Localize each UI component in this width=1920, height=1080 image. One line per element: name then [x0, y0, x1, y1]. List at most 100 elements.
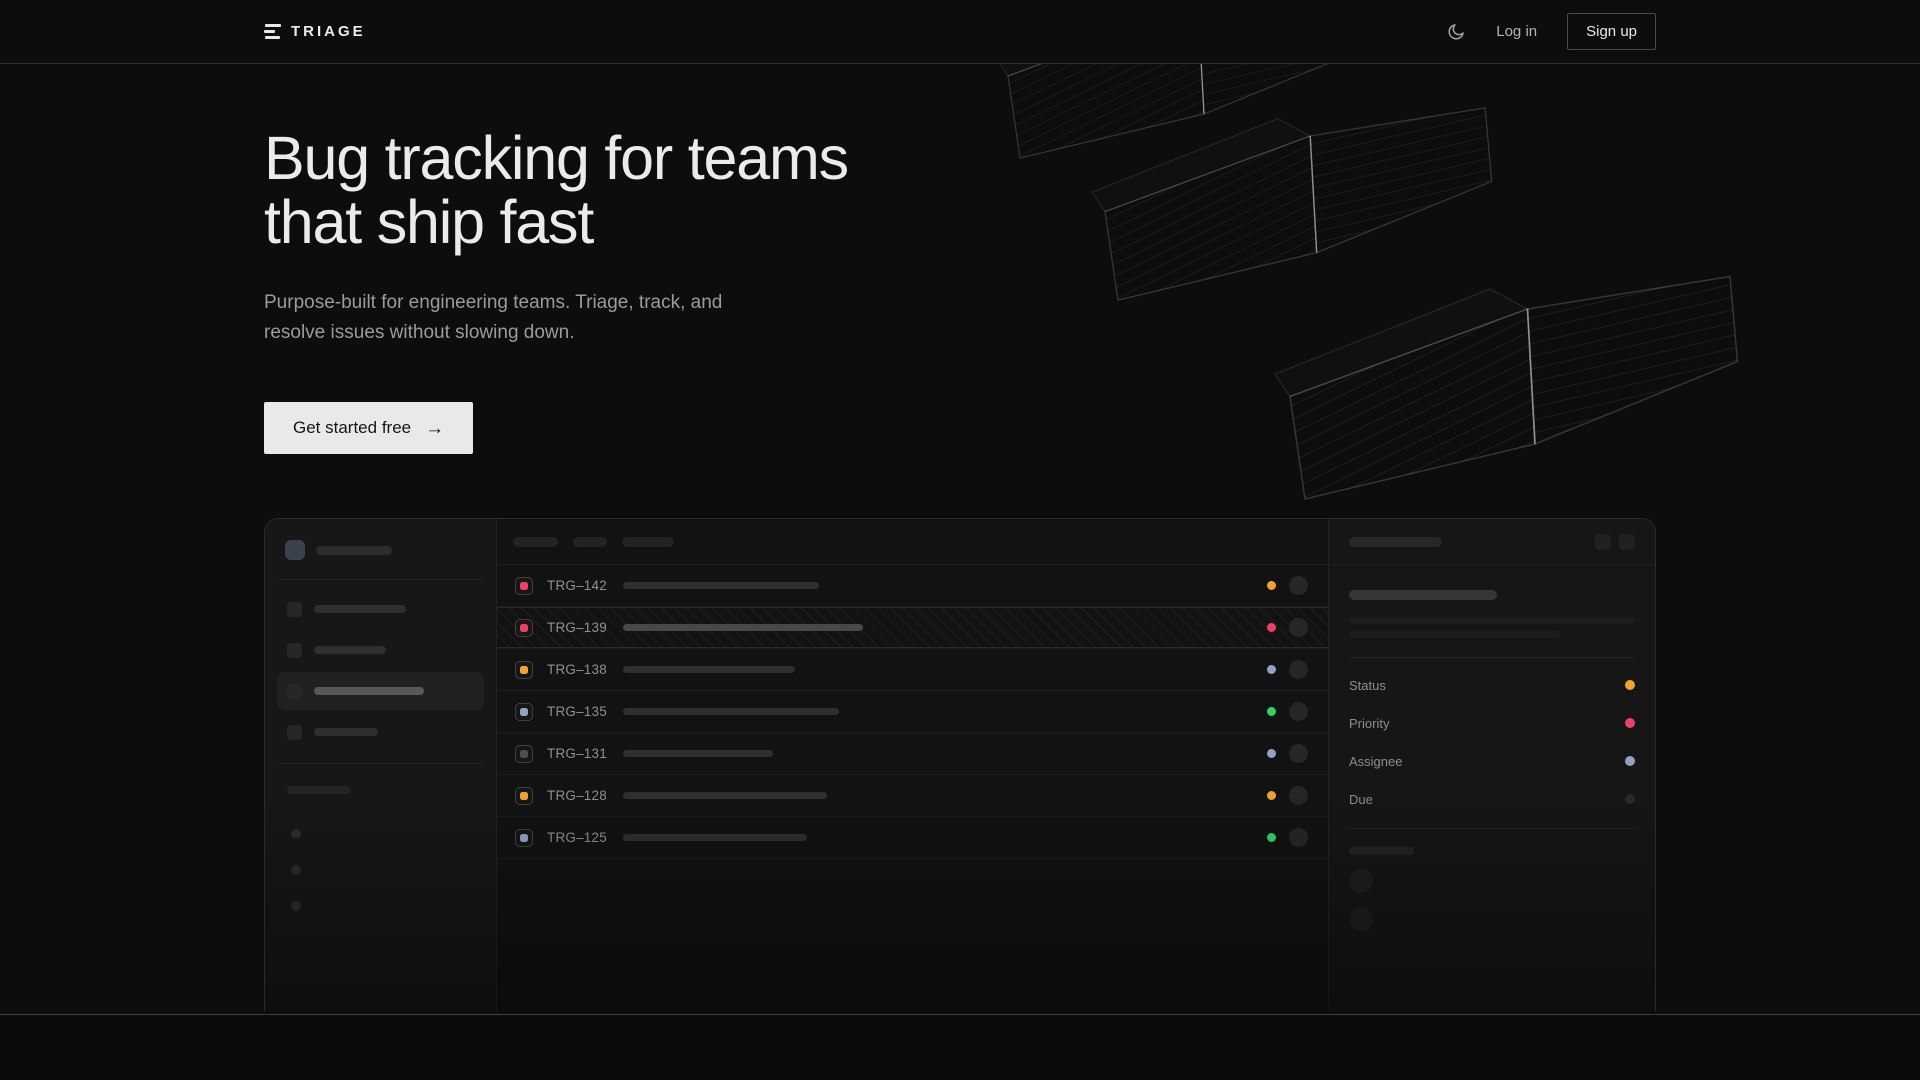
issue-row: TRG–128	[497, 775, 1328, 818]
mock-sidebar	[265, 519, 497, 1012]
login-link[interactable]: Log in	[1496, 23, 1538, 40]
issue-title-skeleton	[623, 834, 807, 842]
mock-activity-label-skeleton	[1349, 847, 1414, 856]
issue-type-icon	[515, 786, 533, 805]
mock-sidebar-dot	[291, 901, 301, 912]
field-value-dot	[1625, 680, 1635, 691]
avatar	[1289, 660, 1308, 680]
issue-id: TRG–142	[547, 578, 607, 594]
issue-title-skeleton	[623, 750, 773, 758]
footer	[0, 1014, 1920, 1080]
hero-title-line2: that ship fast	[264, 188, 594, 257]
issue-type-icon	[515, 744, 533, 763]
issue-row: TRG–135	[497, 691, 1328, 734]
issue-title-skeleton	[623, 708, 839, 716]
mock-filter-pill-skeleton	[622, 536, 674, 547]
field-value-dot	[1625, 718, 1635, 729]
hero-subtitle-line1: Purpose-built for engineering teams. Tri…	[264, 292, 723, 314]
field-label: Assignee	[1349, 753, 1403, 769]
theme-toggle-button[interactable]	[1446, 22, 1466, 42]
field-value-dot	[1625, 756, 1635, 767]
issue-row: TRG–142	[497, 565, 1328, 608]
status-dot	[1267, 707, 1276, 717]
mock-panel-buttons	[1595, 533, 1635, 550]
issue-id: TRG–139	[547, 620, 607, 636]
hero-subtitle-line2: resolve issues without slowing down.	[264, 322, 575, 344]
issue-id: TRG–131	[547, 746, 607, 762]
avatar	[1289, 576, 1308, 596]
issue-title-skeleton	[623, 792, 827, 800]
issue-row: TRG–125	[497, 817, 1328, 860]
mock-filter-pill-skeleton	[513, 536, 558, 547]
brand-logo[interactable]: TRIAGE	[264, 23, 366, 40]
field-value-dot	[1625, 794, 1635, 805]
mock-nav-item-label-skeleton	[314, 687, 424, 696]
hero-title-line1: Bug tracking for teams	[264, 124, 849, 192]
issue-type-icon	[515, 828, 533, 847]
mock-sidebar-nav-item	[277, 590, 484, 628]
field-label: Due	[1349, 791, 1373, 807]
mock-description-skeleton	[1349, 617, 1635, 625]
issue-type-icon	[515, 618, 533, 637]
mock-field-row: Priority	[1349, 704, 1635, 742]
top-nav: TRIAGE Log in Sign up	[0, 0, 1920, 64]
hero-section: Bug tracking for teams that ship fast Pu…	[0, 64, 1920, 1012]
divider	[1349, 828, 1635, 830]
status-dot	[1267, 665, 1276, 675]
mock-panel-button	[1619, 533, 1635, 550]
mock-panel-title-skeleton	[1349, 536, 1442, 547]
mock-nav-item-label-skeleton	[314, 728, 378, 737]
issue-id: TRG–125	[547, 830, 607, 846]
mock-avatar-circle	[1349, 907, 1373, 932]
mock-field-row: Status	[1349, 666, 1635, 704]
mock-workspace-row	[277, 531, 484, 575]
mock-sidebar-nav-item	[277, 713, 484, 751]
mock-panel-header	[1329, 519, 1655, 566]
issue-id: TRG–128	[547, 788, 607, 804]
issue-id: TRG–138	[547, 662, 607, 678]
brand-wordmark: TRIAGE	[291, 23, 366, 40]
mock-nav-item-icon	[287, 724, 302, 740]
issue-id: TRG–135	[547, 704, 607, 720]
mock-nav-item-icon	[287, 642, 302, 658]
mock-issue-title-skeleton	[1349, 590, 1497, 601]
issue-title-skeleton	[623, 666, 795, 674]
hero-title: Bug tracking for teams that ship fast	[264, 126, 1656, 254]
divider	[279, 579, 482, 581]
mock-section-label-skeleton	[287, 786, 351, 795]
mock-avatar-circle	[1349, 869, 1373, 894]
status-dot	[1267, 791, 1276, 801]
field-label: Priority	[1349, 715, 1390, 731]
issue-row: TRG–138	[497, 649, 1328, 692]
mock-nav-item-label-skeleton	[314, 605, 406, 614]
mock-description-skeleton	[1349, 631, 1561, 639]
issue-type-icon	[515, 660, 533, 679]
avatar	[1289, 702, 1308, 722]
avatar	[1289, 618, 1308, 638]
get-started-button[interactable]: Get started free →	[264, 402, 474, 455]
issue-title-skeleton	[623, 582, 819, 590]
field-label: Status	[1349, 677, 1386, 693]
mock-filter-pill-skeleton	[573, 536, 607, 547]
arrow-right-icon: →	[425, 417, 445, 439]
mock-nav-item-label-skeleton	[314, 646, 386, 655]
mock-sidebar-nav-item	[277, 672, 484, 711]
mock-workspace-name-skeleton	[316, 545, 392, 555]
status-dot	[1267, 581, 1276, 591]
issue-row: TRG–139	[497, 607, 1328, 650]
triage-logo-icon	[264, 24, 281, 39]
issue-type-icon	[515, 576, 533, 595]
mock-panel-button	[1595, 533, 1611, 550]
mock-nav-item-icon	[287, 683, 302, 699]
mock-sidebar-nav	[277, 590, 484, 751]
signup-button[interactable]: Sign up	[1567, 13, 1656, 50]
avatar	[1289, 744, 1308, 764]
issue-row: TRG–131	[497, 733, 1328, 776]
divider	[1349, 657, 1635, 659]
status-dot	[1267, 623, 1276, 633]
moon-icon	[1448, 23, 1465, 39]
issue-title-skeleton	[623, 624, 863, 632]
